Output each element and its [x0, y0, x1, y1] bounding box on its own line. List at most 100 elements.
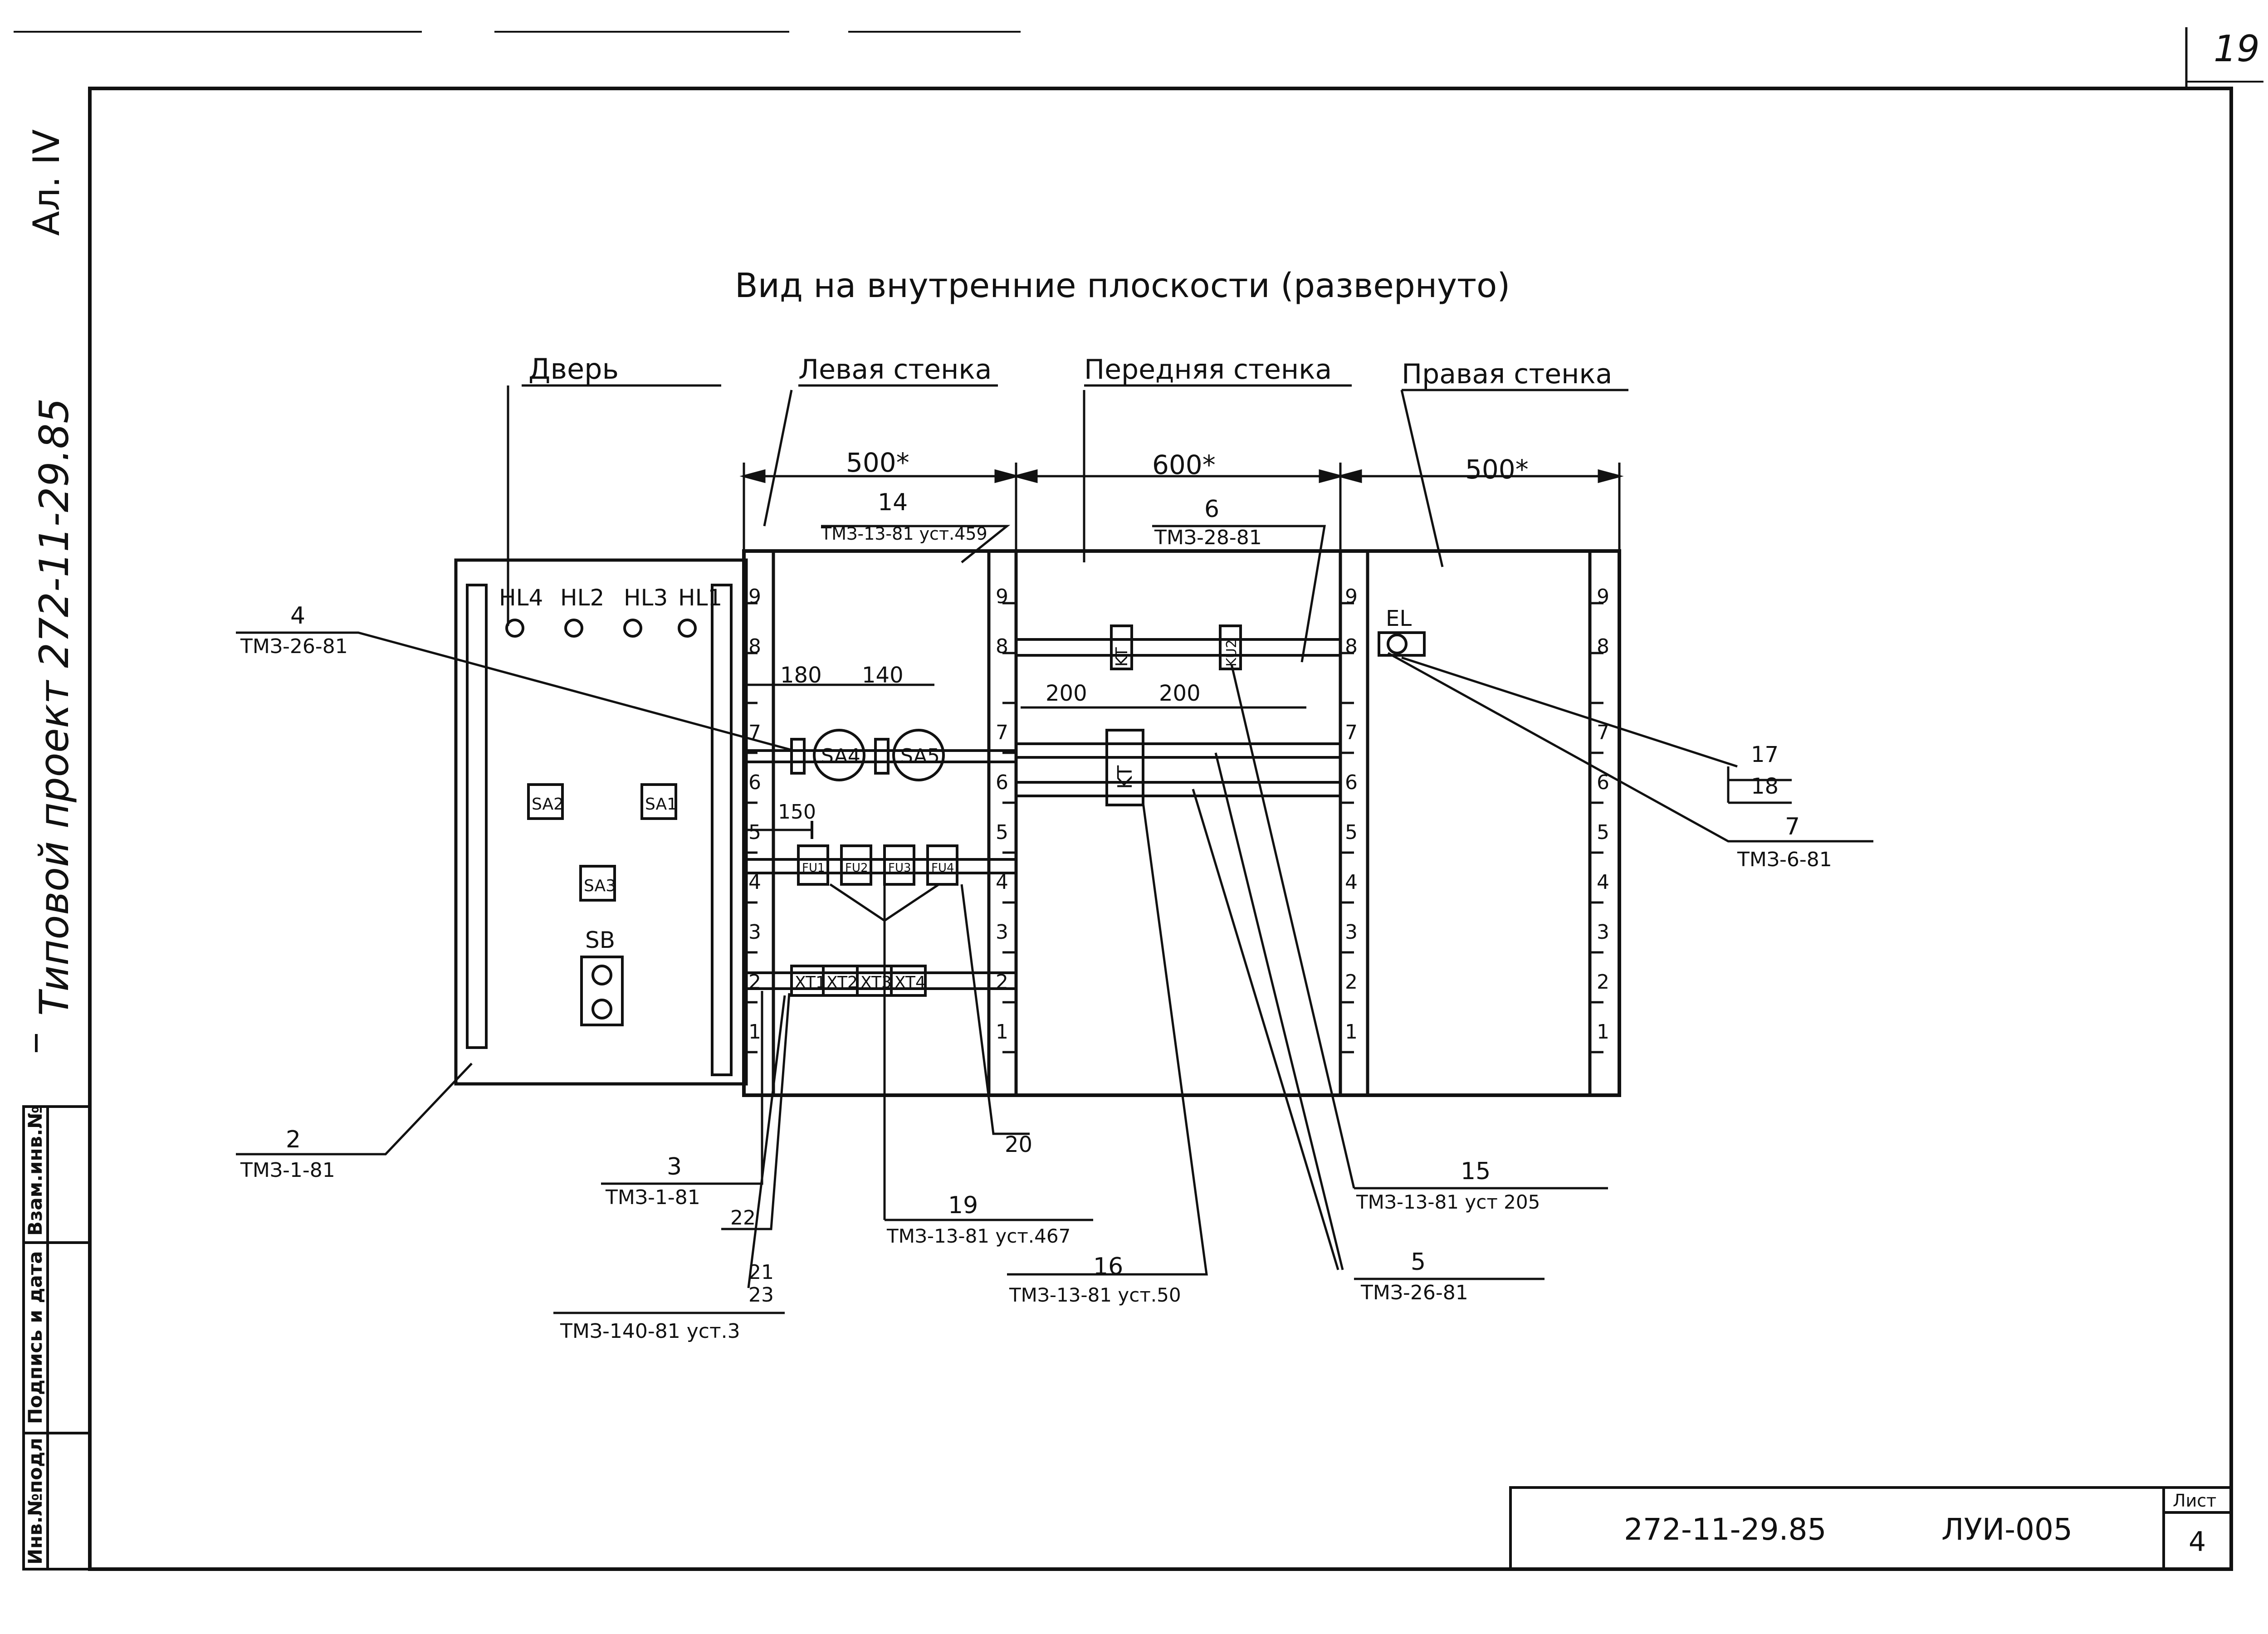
scale-5c: 5: [1345, 821, 1358, 844]
dim-front: 600*: [1152, 449, 1216, 480]
callout-20-num: 20: [1005, 1132, 1032, 1157]
scale-6c: 6: [1345, 771, 1358, 794]
callout-14-ref: ТМЗ-13-81 уст.459: [821, 524, 987, 544]
label-kt-main: KT: [1114, 766, 1137, 789]
callout-4-ref: ТМЗ-26-81: [240, 635, 348, 658]
stamp-inv: Инв.№подл: [24, 1438, 46, 1565]
scale-8c: 8: [1345, 635, 1358, 658]
callout-15-ref: ТМЗ-13-81 уст 205: [1356, 1191, 1540, 1213]
switch-sa1: [640, 783, 677, 820]
label-hl3: HL3: [624, 585, 668, 611]
scale-4c: 4: [1345, 871, 1358, 894]
cabinet-body: [742, 549, 1621, 1097]
scale-9b: 9: [996, 585, 1008, 608]
scale-3b: 3: [996, 921, 1008, 944]
scale-4b: 4: [996, 871, 1008, 894]
callout-15-num: 15: [1461, 1158, 1491, 1185]
dim-150: 150: [778, 800, 816, 824]
scale-numbers: 1 2 3 4 5 6 7 8 9 1 2 3 4 5 6 7 8 9 1 2 …: [748, 585, 1609, 1044]
switch-sa3: [579, 865, 616, 902]
scale-7c: 7: [1345, 721, 1358, 744]
dim-200-b: 200: [1159, 681, 1201, 706]
front-wall-labels: KT KU2 KT EL: [1113, 606, 1412, 789]
scale-9d: 9: [1597, 585, 1609, 608]
scale-1c: 1: [1345, 1020, 1358, 1044]
label-hl2: HL2: [560, 585, 604, 611]
callout-19-num: 19: [948, 1192, 978, 1219]
callout-19-ref: ТМЗ-13-81 уст.467: [886, 1225, 1070, 1247]
switch-sa5-icon: [892, 729, 945, 781]
scale-strips: [772, 551, 1592, 1095]
label-hl4: HL4: [499, 585, 543, 611]
scale-ticks: [744, 602, 1603, 1054]
callout-4-num: 4: [290, 602, 305, 629]
callout-2-num: 2: [286, 1126, 301, 1153]
left-wall-labels: SA4 SA5 FU1 FU2 FU3 FU4 XT1 XT2 XT3 XT4: [795, 745, 954, 992]
switch-sa4-icon: [813, 729, 865, 781]
stamp-replace: Взам.инв.№: [24, 1106, 46, 1236]
scale-2b: 2: [996, 971, 1008, 994]
scale-3: 3: [748, 921, 761, 944]
scale-8b: 8: [996, 635, 1008, 658]
callout-21-den: 23: [748, 1283, 774, 1307]
label-hl1: HL1: [678, 585, 722, 611]
label-fu2: FU2: [845, 861, 868, 875]
title-block-sheet-label: Лист: [2173, 1491, 2216, 1511]
scale-7: 7: [748, 721, 761, 744]
scale-3d: 3: [1597, 921, 1609, 944]
title-block-code: 272-11-29.85: [1624, 1512, 1827, 1547]
album-label: Ал. IV: [25, 129, 68, 236]
label-fu4: FU4: [931, 861, 954, 875]
label-sa3: SA3: [584, 877, 616, 895]
callout-6-ref: ТМЗ-28-81: [1154, 526, 1262, 549]
callout-7-num: 7: [1785, 813, 1800, 840]
relay-kt-main: [1105, 729, 1144, 806]
callout-5-num: 5: [1411, 1249, 1426, 1276]
scale-8d: 8: [1597, 635, 1609, 658]
scale-8: 8: [748, 635, 761, 658]
label-xt3: XT3: [860, 973, 892, 992]
scale-5d: 5: [1597, 821, 1609, 844]
label-el: EL: [1386, 606, 1412, 631]
dim-180: 180: [780, 663, 822, 688]
label-sa1: SA1: [645, 795, 677, 814]
lamp-hl2-icon: [564, 619, 583, 638]
callout-21-ref: ТМЗ-140-81 уст.3: [560, 1320, 740, 1343]
title-block: [1509, 1486, 2233, 1571]
scale-4d: 4: [1597, 871, 1609, 894]
relay-kt-top: [1110, 624, 1133, 670]
scale-5b: 5: [996, 821, 1008, 844]
front-wall-devices: [1105, 624, 1242, 806]
scale-6d: 6: [1597, 771, 1609, 794]
door-panel: [454, 558, 748, 1086]
callout-14-num: 14: [878, 489, 908, 516]
scale-3c: 3: [1345, 921, 1358, 944]
scale-7d: 7: [1597, 721, 1609, 744]
scale-1b: 1: [996, 1020, 1008, 1044]
stamp-sign: Подпись и дата: [24, 1251, 46, 1424]
relay-ku2: [1219, 624, 1242, 670]
title-block-doc: ЛУИ-005: [1941, 1512, 2072, 1547]
callout-16-num: 16: [1093, 1253, 1123, 1280]
lamp-hl4-icon: [505, 619, 524, 638]
scale-6b: 6: [996, 771, 1008, 794]
scale-4: 4: [748, 871, 761, 894]
right-wall-lamp: [1378, 631, 1426, 657]
callout-16-ref: ТМЗ-13-81 уст.50: [1009, 1284, 1181, 1306]
callout-17-num: 17: [1751, 742, 1779, 767]
project-side-label: Типовой проект 272-11-29.85: [31, 398, 78, 1016]
dim-left: 500*: [846, 447, 909, 478]
callouts: 4 ТМЗ-26-81 2 ТМЗ-1-81 3 ТМЗ-1-81 22 21 …: [240, 489, 1832, 1343]
scale-2c: 2: [1345, 971, 1358, 994]
scale-7b: 7: [996, 721, 1008, 744]
label-sa4: SA4: [821, 745, 860, 768]
left-wall-label: Левая стенка: [798, 354, 992, 385]
lamp-hl1-icon: [678, 619, 697, 638]
left-wall-devices: [790, 729, 958, 997]
din-rails: [744, 638, 1340, 990]
callout-3-ref: ТМЗ-1-81: [605, 1186, 700, 1209]
drawing-title: Вид на внутренние плоскости (развернуто): [735, 266, 1510, 305]
sheet-frame: [88, 87, 2233, 1571]
label-xt4: XT4: [894, 973, 926, 992]
button-sb: [580, 956, 624, 1026]
